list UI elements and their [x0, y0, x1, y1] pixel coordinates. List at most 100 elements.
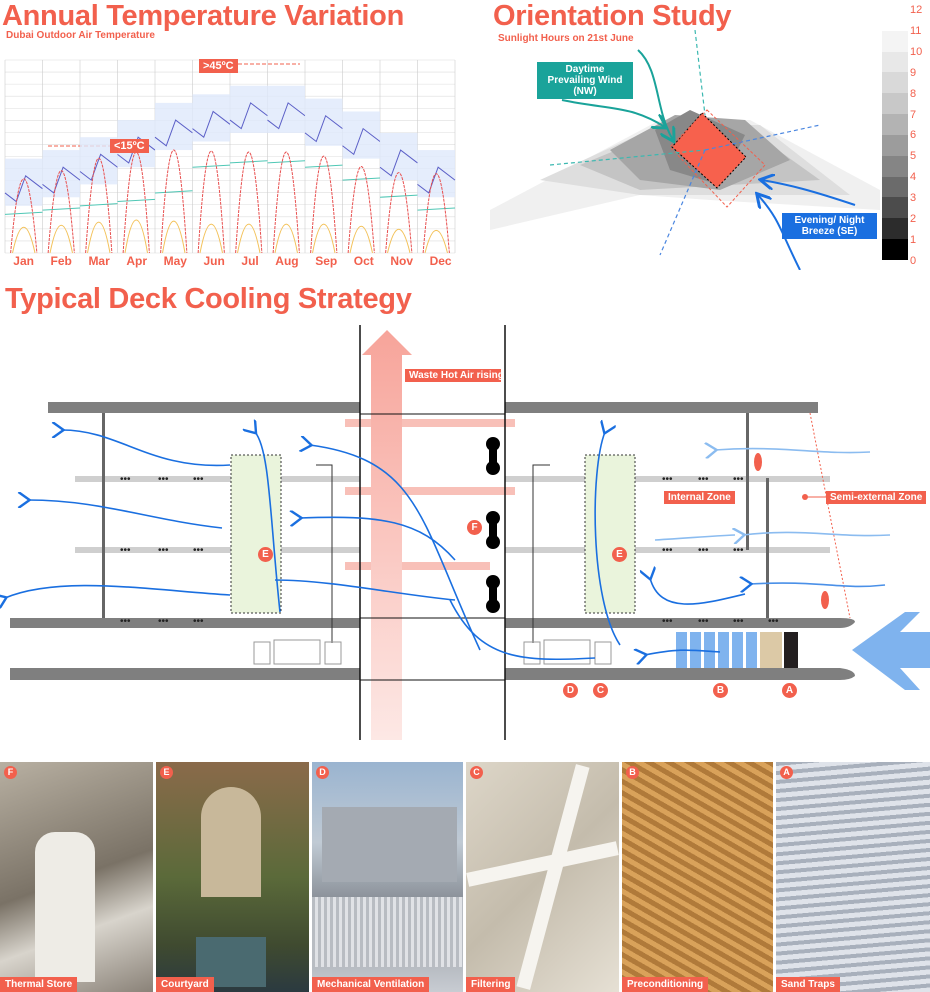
- month-label: Sep: [315, 254, 338, 268]
- scale-label: 5: [910, 150, 917, 163]
- dry-bulb-line: [304, 114, 343, 143]
- photo-letter: E: [160, 766, 173, 779]
- scale-swatch: [882, 114, 908, 135]
- svg-text:•••: •••: [733, 616, 744, 627]
- photo-letter: B: [626, 766, 639, 779]
- scale-swatch: [882, 155, 908, 177]
- month-label: Apr: [126, 254, 148, 268]
- marker-c: C: [593, 683, 608, 698]
- scale-label: 12: [910, 4, 923, 16]
- photo-letter: D: [316, 766, 329, 779]
- scale-label: 9: [910, 66, 917, 79]
- svg-text:•••: •••: [158, 474, 169, 485]
- sunlight-map: [490, 30, 880, 270]
- svg-text:•••: •••: [662, 474, 673, 485]
- photo-label: Courtyard: [156, 977, 214, 992]
- scale-swatch: [882, 10, 908, 31]
- svg-text:•••: •••: [662, 545, 673, 556]
- month-label: May: [163, 254, 187, 268]
- diffuse-radiation-curve: [424, 230, 448, 254]
- photo-thermal-store: F Thermal Store: [0, 762, 153, 992]
- scale-swatch: [882, 176, 908, 198]
- shaft-label: Waste Hot Air rising through Shaft: [405, 369, 572, 382]
- photo-sand-traps: A Sand Traps: [776, 762, 930, 992]
- svg-text:•••: •••: [662, 616, 673, 627]
- direct-radiation-curve: [160, 149, 188, 254]
- photo-letter: A: [780, 766, 793, 779]
- svg-text:•••: •••: [733, 545, 744, 556]
- scale-label: 0: [910, 254, 917, 267]
- marker-a: A: [782, 683, 797, 698]
- photo-label: Mechanical Ventilation: [312, 977, 430, 992]
- photo-preconditioning: B Preconditioning: [622, 762, 773, 992]
- dew-point-line: [192, 164, 231, 168]
- dry-bulb-line: [267, 102, 306, 130]
- scale-label: 11: [910, 24, 922, 37]
- dew-point-line: [417, 207, 456, 211]
- svg-text:•••: •••: [158, 545, 169, 556]
- dew-point-line: [154, 190, 193, 194]
- svg-text:•••: •••: [193, 616, 204, 627]
- direct-radiation-curve: [385, 172, 413, 254]
- scale-swatch: [882, 72, 908, 94]
- night-breeze-label: Evening/ Night Breeze (SE): [782, 213, 877, 239]
- diffuse-radiation-curve: [87, 221, 111, 254]
- scale-label: 6: [910, 129, 917, 142]
- photo-letter: C: [470, 766, 483, 779]
- svg-text:•••: •••: [120, 616, 131, 627]
- dry-bulb-line: [379, 149, 418, 177]
- dew-point-line: [229, 160, 268, 164]
- dew-point-line: [117, 198, 156, 203]
- svg-text:•••: •••: [698, 616, 709, 627]
- photo-label: Filtering: [466, 977, 516, 992]
- month-label: Oct: [353, 254, 374, 268]
- photo-label: Thermal Store: [0, 977, 78, 992]
- svg-text:•••: •••: [698, 474, 709, 485]
- scale-swatch: [882, 218, 908, 240]
- orientation-title: Orientation Study: [493, 0, 732, 32]
- dry-bulb-line: [192, 110, 231, 139]
- svg-text:•••: •••: [120, 474, 131, 485]
- scale-label: 3: [910, 192, 917, 205]
- direct-radiation-curve: [47, 170, 75, 254]
- dry-bulb-line: [342, 127, 381, 156]
- month-label: Feb: [50, 254, 72, 268]
- month-label: Dec: [429, 254, 452, 268]
- dew-point-line: [304, 164, 343, 168]
- diffuse-radiation-curve: [274, 223, 298, 254]
- diffuse-radiation-curve: [199, 223, 223, 254]
- photo-mechanical-ventilation: D Mechanical Ventilation: [312, 762, 463, 992]
- direct-radiation-curve: [197, 150, 225, 254]
- sand-trap: [760, 632, 782, 668]
- diffuse-radiation-curve: [49, 224, 73, 254]
- scale-label: 7: [910, 108, 917, 121]
- internal-zone-label: Internal Zone: [664, 491, 735, 504]
- svg-text:•••: •••: [733, 474, 744, 485]
- scale-label: 10: [910, 45, 923, 58]
- diffuse-radiation-curve: [312, 223, 336, 254]
- direct-radiation-curve: [10, 178, 38, 254]
- dry-bulb-line: [4, 174, 43, 203]
- direct-radiation-curve: [422, 173, 450, 254]
- scale-label: 8: [910, 87, 917, 100]
- month-label: Jan: [13, 254, 34, 268]
- annotation-low: <15ºC: [110, 139, 149, 153]
- diffuse-radiation-curve: [387, 229, 411, 254]
- dew-point-line: [379, 194, 418, 198]
- scale-swatch: [882, 197, 908, 219]
- marker-d: D: [563, 683, 578, 698]
- marker-e-left: E: [258, 547, 273, 562]
- scale-swatch: [882, 51, 908, 73]
- dew-point-line: [42, 207, 81, 211]
- scale-swatch: [882, 239, 908, 260]
- thermal-store-tanks: [486, 437, 500, 613]
- month-label: Aug: [275, 254, 299, 268]
- direct-radiation-curve: [272, 151, 300, 254]
- diffuse-radiation-curve: [237, 223, 261, 254]
- month-label: Mar: [88, 254, 110, 268]
- photo-filtering: C Filtering: [466, 762, 619, 992]
- dry-bulb-line: [154, 119, 193, 147]
- month-label: Jul: [241, 254, 259, 268]
